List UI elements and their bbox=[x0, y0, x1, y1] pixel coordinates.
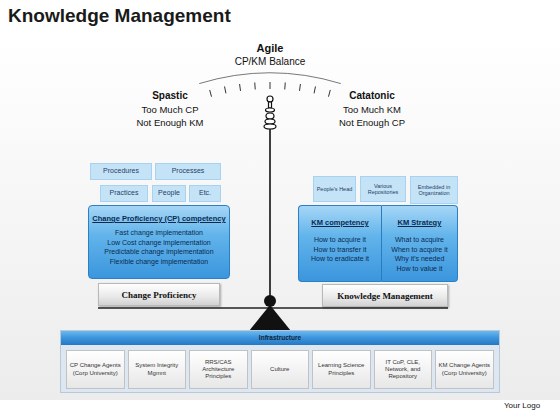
item-box: Etc. bbox=[189, 185, 221, 202]
gauge-tick bbox=[210, 90, 212, 97]
item-box: Processes bbox=[155, 163, 221, 180]
competency-box: KM competencyHow to acquire itHow to tra… bbox=[298, 205, 382, 282]
infrastructure-box: KM Change Agents (Corp University) bbox=[435, 350, 494, 389]
box-line: How to acquire it bbox=[314, 235, 366, 245]
infrastructure-box: CP Change Agents (Corp University) bbox=[66, 350, 125, 389]
gauge-tick bbox=[254, 83, 255, 90]
state-note: Too Much KM bbox=[312, 104, 432, 115]
infrastructure-box: RRS/CAS Architecture Principles bbox=[189, 350, 248, 389]
state-heading: Catatonic bbox=[312, 90, 432, 102]
strategy-box: KM StrategyWhat to acquireWhen to acquir… bbox=[382, 205, 458, 282]
box-text: Culture bbox=[270, 366, 289, 373]
gauge-tick bbox=[314, 86, 315, 93]
box-text: People's Head bbox=[317, 186, 353, 192]
fulcrum-triangle bbox=[249, 305, 291, 331]
item-box: Practices bbox=[100, 185, 148, 202]
box-line: How to value it bbox=[397, 264, 443, 274]
background-panel bbox=[0, 34, 560, 400]
gauge-ticks bbox=[210, 82, 331, 97]
box-heading: KM Strategy bbox=[398, 218, 442, 227]
item-box: People bbox=[152, 185, 186, 202]
item-box: Various Repositories bbox=[360, 176, 406, 202]
needle-neck bbox=[269, 102, 272, 108]
box-line: What to acquire bbox=[395, 235, 444, 245]
box-text: CP Change Agents (Corp University) bbox=[69, 362, 122, 376]
item-box: People's Head bbox=[313, 176, 356, 202]
box-text: Change Proficiency bbox=[121, 290, 196, 300]
gauge-tick bbox=[299, 84, 301, 91]
box-heading: Change Proficiency (CP) competency bbox=[92, 214, 225, 223]
box-text: Knowledge Management bbox=[337, 291, 433, 301]
state-heading: Spastic bbox=[110, 90, 230, 102]
box-text: KM Change Agents (Corp University) bbox=[438, 362, 491, 376]
state-note: Too Much CP bbox=[110, 104, 230, 115]
gauge-needle bbox=[264, 96, 276, 129]
gauge-tick bbox=[328, 90, 330, 97]
state-note: Not Enough KM bbox=[110, 117, 230, 128]
category-label-box: Knowledge Management bbox=[322, 284, 448, 307]
needle-tip bbox=[267, 96, 273, 102]
infrastructure-box: Culture bbox=[251, 350, 310, 389]
box-text: Learning Science Principles bbox=[315, 362, 368, 376]
page-title: Knowledge Management bbox=[8, 5, 231, 27]
box-line: How to transfer it bbox=[314, 245, 367, 255]
infrastructure-box: Learning Science Principles bbox=[312, 350, 371, 389]
box-line: Fast change implementation bbox=[115, 228, 203, 238]
box-text: IT CoP, CLE, Network, and Repository bbox=[377, 359, 430, 381]
needle-ring bbox=[266, 113, 274, 119]
box-line: Why it's needed bbox=[395, 254, 445, 264]
competency-box: Change Proficiency (CP) competencyFast c… bbox=[88, 205, 230, 279]
box-text: Procedures bbox=[103, 167, 139, 175]
box-line: Predictable change implementation bbox=[104, 247, 213, 257]
gauge-heading: Agile bbox=[210, 42, 330, 55]
infrastructure-box: System Integrity Mgmnt bbox=[128, 350, 187, 389]
infrastructure-box: IT CoP, CLE, Network, and Repository bbox=[374, 350, 433, 389]
needle-base bbox=[264, 124, 276, 129]
band-heading: Infrastructure bbox=[61, 331, 499, 345]
balance-beam bbox=[98, 307, 448, 309]
box-text: Practices bbox=[110, 189, 139, 197]
box-line: Low Cost change implementation bbox=[107, 238, 211, 248]
box-text: RRS/CAS Architecture Principles bbox=[192, 359, 245, 381]
balance-pole bbox=[269, 128, 271, 300]
item-box: Procedures bbox=[90, 163, 152, 180]
box-text: Processes bbox=[172, 167, 205, 175]
box-text: System Integrity Mgmnt bbox=[131, 362, 184, 376]
box-heading: KM competency bbox=[311, 218, 369, 227]
state-note: Not Enough CP bbox=[312, 117, 432, 128]
needle-ring bbox=[265, 119, 275, 124]
box-line: When to acquire it bbox=[391, 245, 447, 255]
needle-ring bbox=[266, 108, 275, 112]
box-text: Embedded in Organization bbox=[412, 184, 456, 197]
box-line: How to eradicate it bbox=[311, 254, 369, 264]
logo-placeholder: Your Logo bbox=[462, 401, 560, 411]
category-label-box: Change Proficiency bbox=[98, 283, 220, 306]
box-text: People bbox=[158, 189, 180, 197]
box-line: Flexible change implementation bbox=[110, 257, 208, 267]
gauge-tick bbox=[225, 86, 226, 93]
gauge-arc bbox=[199, 73, 341, 84]
box-text: Etc. bbox=[199, 189, 211, 197]
box-text: Various Repositories bbox=[362, 183, 404, 196]
infrastructure-band: Infrastructure CP Change Agents (Corp Uni… bbox=[60, 330, 500, 393]
gauge-subheading: CP/KM Balance bbox=[210, 56, 330, 68]
gauge-tick bbox=[239, 84, 241, 91]
item-box: Embedded in Organization bbox=[410, 176, 458, 204]
gauge-tick bbox=[270, 82, 271, 89]
gauge-tick bbox=[284, 83, 285, 90]
